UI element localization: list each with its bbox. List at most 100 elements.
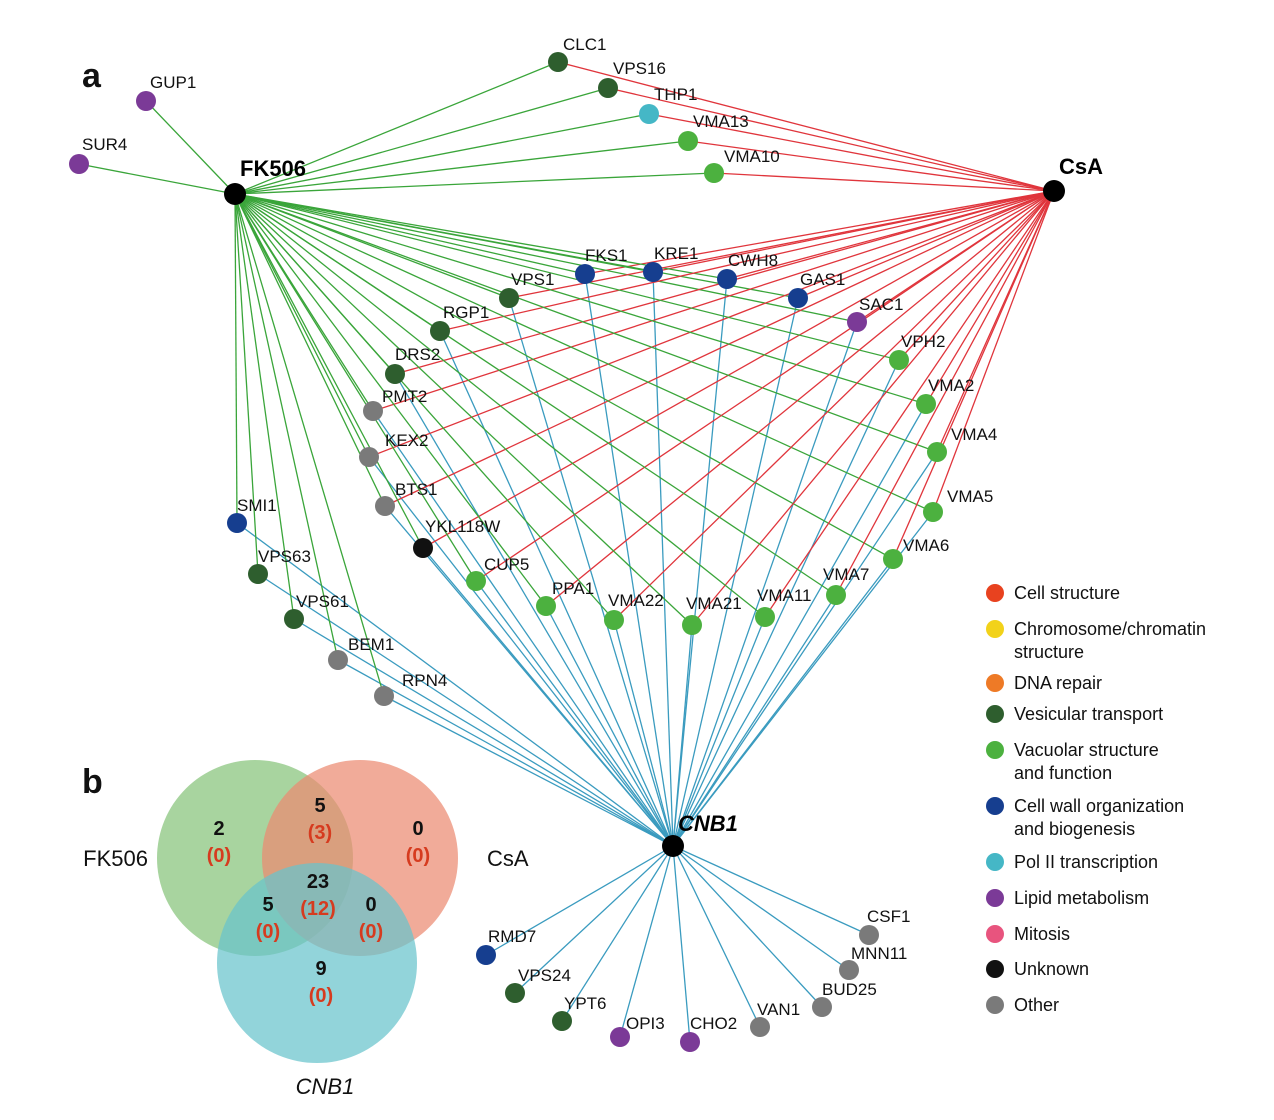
gene-node-label: VMA5 [947, 487, 993, 506]
edge-csa-vma11 [764, 190, 1055, 618]
edge-csa-vma6 [892, 190, 1055, 560]
gene-node-kre1: KRE1 [643, 244, 698, 282]
legend-swatch [986, 960, 1004, 978]
edge-cnb1-vps24 [514, 845, 674, 994]
gene-node-label: VMA10 [724, 147, 780, 166]
legend-swatch [986, 584, 1004, 602]
gene-node-dot [604, 610, 624, 630]
venn-region-count: 23 [307, 871, 329, 893]
edge-cnb1-bud25 [672, 845, 823, 1008]
gene-node-dot [476, 945, 496, 965]
edge-csa-vma21 [691, 190, 1055, 626]
edge-cnb1-bem1 [337, 659, 674, 847]
gene-node-label: PMT2 [382, 387, 427, 406]
legend-item-lipid-metabolism: Lipid metabolism [986, 888, 1149, 908]
edge-fk506-thp1 [234, 113, 650, 195]
legend-swatch [986, 853, 1004, 871]
legend-item-mitosis: Mitosis [986, 924, 1070, 944]
gene-node-dot [328, 650, 348, 670]
category-legend: Cell structureChromosome/chromatinstruct… [986, 583, 1206, 1015]
edge-cnb1-opi3 [619, 845, 674, 1038]
edge-csa-vma7 [835, 190, 1055, 596]
hub-fk506: FK506 [224, 156, 306, 205]
edge-csa-ykl118w [422, 190, 1055, 549]
venn-region-fk-csa: 5(3) [308, 795, 332, 844]
venn-region-subcount: (0) [359, 921, 383, 943]
legend-swatch [986, 889, 1004, 907]
gene-node-bem1: BEM1 [328, 635, 394, 670]
gene-node-vma6: VMA6 [883, 536, 949, 569]
gene-node-gup1: GUP1 [136, 73, 196, 111]
edge-fk506-cup5 [234, 193, 477, 582]
gene-node-ypt6: YPT6 [552, 994, 607, 1031]
gene-node-label: VMA13 [693, 112, 749, 131]
edge-fk506-ykl118w [234, 193, 424, 549]
hub-dot [662, 835, 684, 857]
legend-item-pol-ii-transcription: Pol II transcription [986, 852, 1158, 872]
edge-fk506-vps61 [234, 193, 295, 620]
edge-fk506-rpn4 [234, 193, 385, 697]
edge-csa-vma10 [713, 172, 1055, 192]
gene-node-label: VMA21 [686, 594, 742, 613]
gene-node-label: VMA22 [608, 591, 664, 610]
gene-node-label: VPS61 [296, 592, 349, 611]
edge-fk506-vps16 [234, 87, 609, 195]
legend-swatch [986, 797, 1004, 815]
edge-cnb1-vps1 [508, 297, 674, 847]
gene-node-fks1: FKS1 [575, 246, 628, 284]
gene-node-rpn4: RPN4 [374, 671, 447, 706]
gene-node-dot [755, 607, 775, 627]
legend-label: DNA repair [1014, 673, 1102, 693]
legend-item-cell-structure: Cell structure [986, 583, 1120, 603]
gene-node-dot [916, 394, 936, 414]
edge-cnb1-vps63 [257, 573, 674, 847]
gene-node-label: RGP1 [443, 303, 489, 322]
edge-cnb1-vma7 [672, 594, 837, 847]
gene-node-label: BTS1 [395, 480, 438, 499]
edge-fk506-vma6 [234, 193, 894, 560]
gene-node-label: VPS1 [511, 270, 554, 289]
edge-fk506-sur4 [78, 163, 236, 195]
gene-node-dot [680, 1032, 700, 1052]
gene-node-rgp1: RGP1 [430, 303, 489, 341]
gene-node-rmd7: RMD7 [476, 927, 536, 965]
gene-node-label: VAN1 [757, 1000, 800, 1019]
venn-region-subcount: (0) [309, 985, 333, 1007]
gene-node-gas1: GAS1 [788, 270, 845, 308]
edge-fk506-gup1 [145, 100, 236, 195]
gene-node-vps63: VPS63 [248, 547, 311, 584]
gene-node-dot [136, 91, 156, 111]
gene-node-label: VMA11 [757, 586, 812, 605]
edge-fk506-vma4 [234, 193, 938, 453]
gene-node-dot [788, 288, 808, 308]
gene-node-label: CHO2 [690, 1014, 737, 1033]
edge-csa-vma22 [613, 190, 1055, 621]
edge-cnb1-cup5 [475, 580, 674, 847]
gene-node-label: SMI1 [237, 496, 277, 515]
edge-fk506-ppa1 [234, 193, 547, 607]
gene-node-vps61: VPS61 [284, 592, 349, 629]
gene-node-label: VPH2 [901, 332, 945, 351]
gene-node-vma7: VMA7 [823, 565, 869, 605]
edge-fk506-vma7 [234, 193, 837, 596]
gene-node-label: DRS2 [395, 345, 440, 364]
legend-swatch [986, 620, 1004, 638]
hub-dot [224, 183, 246, 205]
gene-node-vma10: VMA10 [704, 147, 780, 183]
legend-swatch [986, 925, 1004, 943]
venn-region-subcount: (0) [256, 921, 280, 943]
edge-csa-vps1 [508, 190, 1055, 299]
gene-node-vps1: VPS1 [499, 270, 554, 308]
gene-node-label: VPS63 [258, 547, 311, 566]
edge-csa-vph2 [898, 190, 1055, 361]
network-edges [78, 61, 1055, 1043]
gene-node-vph2: VPH2 [889, 332, 945, 370]
legend-label: Mitosis [1014, 924, 1070, 944]
edge-cnb1-cwh8 [672, 278, 728, 847]
legend-swatch [986, 705, 1004, 723]
gene-node-dot [750, 1017, 770, 1037]
edge-csa-pmt2 [372, 190, 1055, 412]
edge-cnb1-csf1 [672, 845, 870, 936]
